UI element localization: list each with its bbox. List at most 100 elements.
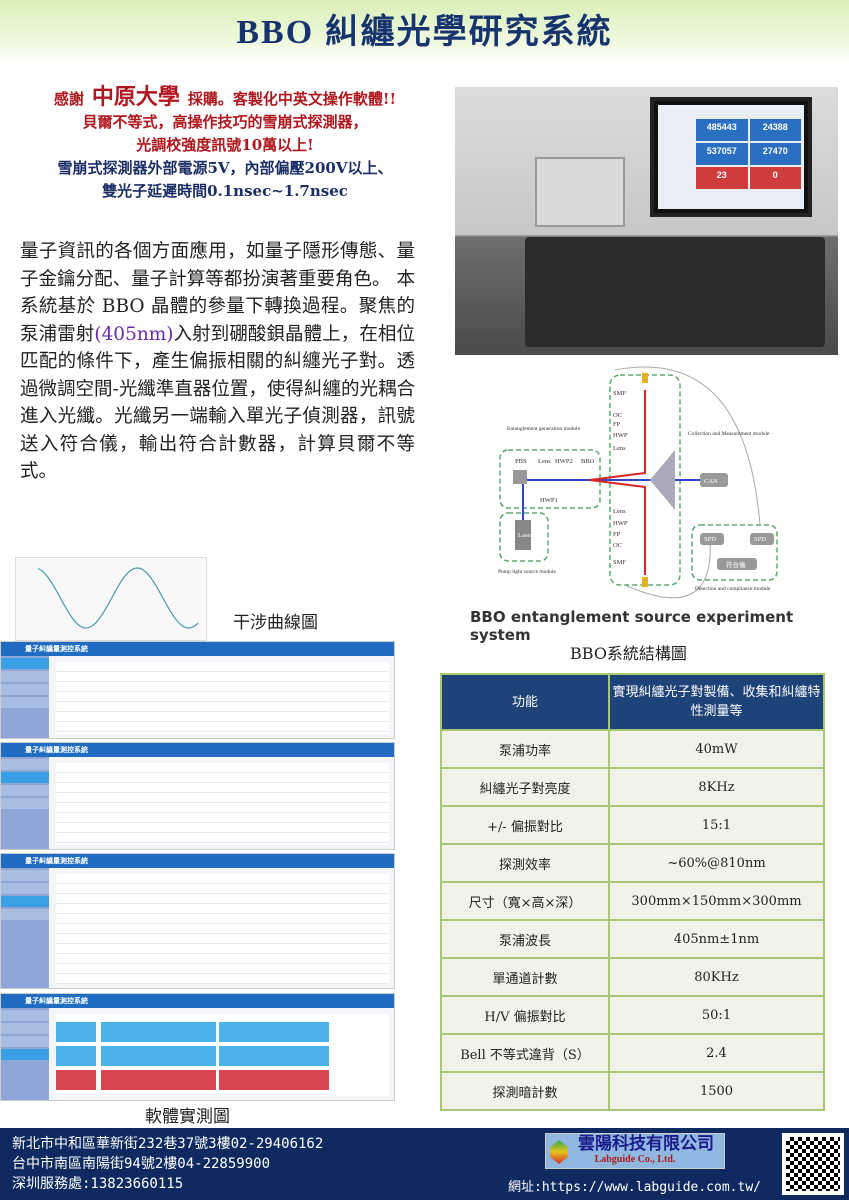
interference-curve <box>37 567 199 629</box>
company-name-cn: 雲陽科技有限公司 <box>578 1134 714 1154</box>
spec-label: +/- 偏振對比 <box>440 805 610 845</box>
website-link[interactable]: 網址:https://www.labguide.com.tw/ <box>508 1180 761 1195</box>
monitor-value: 27470 <box>749 143 801 165</box>
interference-curve-chart <box>15 557 207 641</box>
spec-value: 15:1 <box>608 805 825 845</box>
spec-label: 探測效率 <box>440 843 610 883</box>
software-titlebar: 量子糾纏量測控系統 <box>1 994 394 1008</box>
label-hwp-top: HWP <box>613 432 628 439</box>
label-fp-top: FP <box>613 421 621 428</box>
university-name: 中原大學 <box>91 84 180 110</box>
para-part-1: 量子資訊的各個方面應用，如量子隱形傳態、量子金鑰分配、量子計算等都扮演著重要角色… <box>20 241 415 345</box>
label-pbs: PBS <box>515 458 527 465</box>
address-newtaipei: 新北市中和區華新街232巷37號3樓02-29406162 <box>12 1136 324 1152</box>
logo-mark-icon <box>550 1140 568 1164</box>
software-titlebar: 量子糾纏量測控系統 <box>1 743 394 757</box>
intro-line-2: 貝爾不等式，高操作技巧的雪崩式探測器， <box>82 113 368 131</box>
footer: 新北市中和區華新街232巷37號3樓02-29406162 台中市南區南陽街94… <box>0 1128 849 1200</box>
label-hwp2: HWP2 <box>555 458 573 465</box>
software-screenshot: 量子糾纏量測控系統 <box>0 853 395 989</box>
spec-label: Bell 不等式違背（S） <box>440 1033 610 1073</box>
spec-value: 80KHz <box>608 957 825 997</box>
software-content <box>56 662 389 734</box>
label-lens-top: Lens <box>613 445 626 452</box>
coincidence-device <box>535 157 625 227</box>
label-spd-2: SPD <box>754 536 766 543</box>
monitor-value: 24388 <box>749 119 801 141</box>
spec-row: 尺寸（寬×高×深）300mm×150mm×300mm <box>440 881 825 921</box>
intro-line-1: 感謝中原大學採購。客製化中英文操作軟體!! <box>0 86 450 111</box>
spec-label: 泵浦波長 <box>440 919 610 959</box>
company-name-en: Labguide Co., Ltd. <box>594 1154 676 1165</box>
software-content <box>56 1014 389 1096</box>
label-can: CAN <box>704 478 718 485</box>
curve-caption: 干涉曲線圖 <box>233 613 318 633</box>
spec-header-cell: 功能 <box>440 673 610 731</box>
software-content <box>56 874 389 984</box>
spec-label: 探測暗計數 <box>440 1071 610 1111</box>
qr-code <box>782 1133 844 1195</box>
system-photo: 485443 24388 537057 27470 23 0 <box>455 87 838 355</box>
software-sidebar <box>1 868 49 988</box>
spec-value: 405nm±1nm <box>608 919 825 959</box>
label-lens-bottom: Lens <box>613 508 626 515</box>
detection-module-box <box>691 524 778 581</box>
label-smf-bottom: SMF <box>613 559 626 566</box>
spec-header-row: 功能實現糾纏光子對製備、收集和糾纏特性測量等 <box>440 673 825 731</box>
spec-row: 探測效率~60%@810nm <box>440 843 825 883</box>
monitor-value: 537057 <box>696 143 748 165</box>
intro-line-4: 雪崩式探測器外部電源5V，內部偏壓200V以上、 <box>57 159 393 177</box>
software-screenshot: 量子糾纏量測控系統 <box>0 993 395 1101</box>
label-coincidence: 符合儀 <box>726 560 746 569</box>
label-pump-module: Pump light source module <box>498 569 556 575</box>
purchase-text: 採購。客製化中英文操作軟體!! <box>187 90 397 108</box>
spec-value: 50:1 <box>608 995 825 1035</box>
software-content <box>56 763 389 845</box>
spec-label: 糾纏光子對亮度 <box>440 767 610 807</box>
software-sidebar <box>1 656 49 738</box>
address-shenzhen: 深圳服務處:13823660115 <box>12 1176 184 1192</box>
software-screenshot: 量子糾纏量測控系統 <box>0 641 395 739</box>
structure-caption: BBO系統結構圖 <box>570 644 687 663</box>
label-spd-1: SPD <box>704 536 716 543</box>
label-hwp1: HWP1 <box>540 497 558 504</box>
system-diagram: SMF OC FP HWP Lens Lens HWP FP OC SMF PB… <box>498 366 778 599</box>
spec-value: ~60%@810nm <box>608 843 825 883</box>
spec-row: Bell 不等式違背（S）2.4 <box>440 1033 825 1073</box>
monitor-value: 485443 <box>696 119 748 141</box>
diagram-caption: BBO entanglement source experiment syste… <box>470 608 794 644</box>
label-detection-module: Detection and compliance module <box>695 586 771 592</box>
company-logo: 雲陽科技有限公司 Labguide Co., Ltd. <box>545 1133 725 1169</box>
spec-value: 300mm×150mm×300mm <box>608 881 825 921</box>
software-sidebar <box>1 1008 49 1100</box>
monitor-value: 0 <box>749 167 801 189</box>
thanks-text: 感謝 <box>53 90 84 108</box>
software-caption: 軟體實測圖 <box>145 1107 230 1127</box>
software-screenshot: 量子糾纏量測控系統 <box>0 742 395 850</box>
generation-module-box <box>499 449 601 509</box>
address-taichung: 台中市南區南陽街94號2樓04-22859900 <box>12 1156 271 1172</box>
spec-value: 8KHz <box>608 767 825 807</box>
label-laser: Laser <box>518 532 533 539</box>
software-sidebar <box>1 757 49 849</box>
label-generation-module: Entanglement generation module <box>507 426 581 432</box>
para-part-2: 入射到硼酸鋇晶體上，在相位匹配的條件下，產生偏振相關的糾纏光子對。透過微調空間-… <box>20 323 415 483</box>
spec-value: 1500 <box>608 1071 825 1111</box>
spec-label: 尺寸（寬×高×深） <box>440 881 610 921</box>
intro-block: 感謝中原大學採購。客製化中英文操作軟體!! 貝爾不等式，高操作技巧的雪崩式探測器… <box>0 86 450 203</box>
software-titlebar: 量子糾纏量測控系統 <box>1 854 394 868</box>
spec-label: 單通道計數 <box>440 957 610 997</box>
monitor-value: 23 <box>696 167 748 189</box>
label-smf-top: SMF <box>613 390 626 397</box>
spec-label: 泵浦功率 <box>440 729 610 769</box>
label-oc-top: OC <box>613 412 622 419</box>
label-bbo: BBO <box>581 458 595 465</box>
label-fp-bottom: FP <box>613 531 621 538</box>
